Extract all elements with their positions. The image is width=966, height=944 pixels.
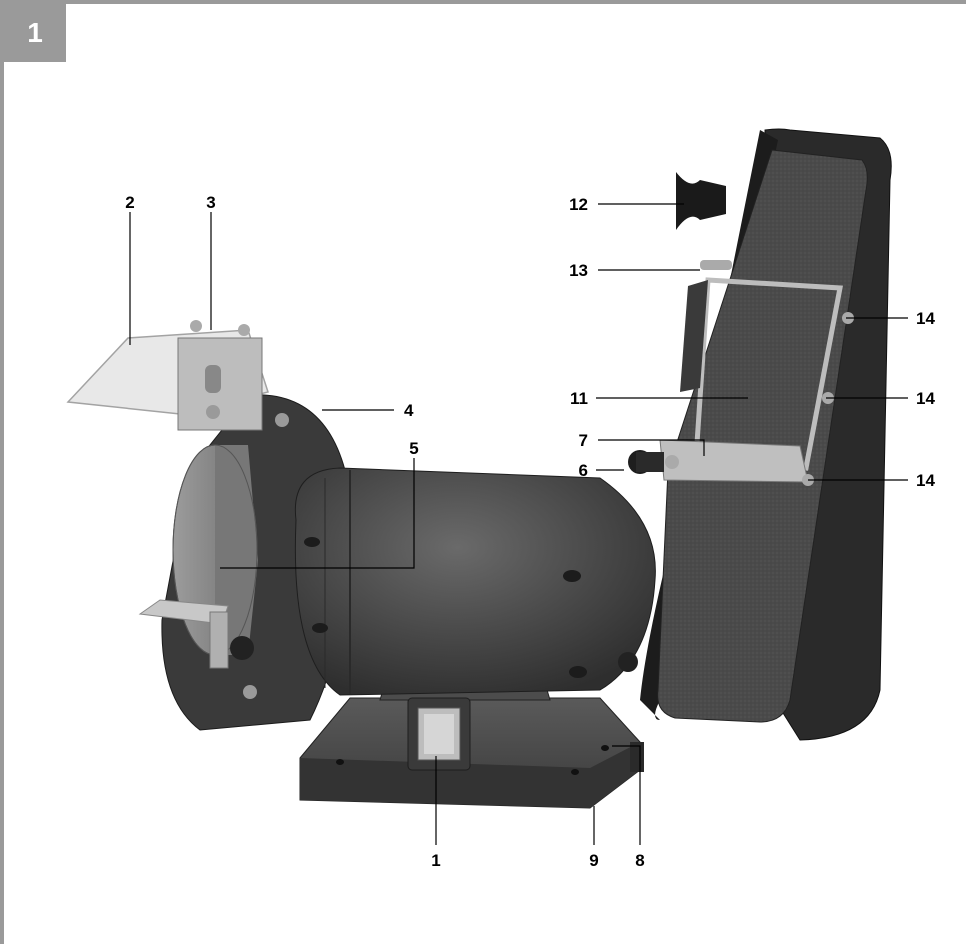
callout-8: 8 <box>635 851 644 870</box>
callout-1: 1 <box>431 851 440 870</box>
leader-lines <box>129 203 908 845</box>
sanding-belt <box>657 149 868 723</box>
callout-7: 7 <box>579 431 588 450</box>
callout-9: 9 <box>589 851 598 870</box>
frame-top-border <box>0 0 966 4</box>
callout-3: 3 <box>206 193 215 212</box>
motor-housing <box>294 467 656 696</box>
callout-14-middle: 14 <box>916 389 935 408</box>
callout-5: 5 <box>409 439 418 458</box>
figure-number-badge: 1 <box>4 4 66 62</box>
power-switch <box>407 697 471 771</box>
belt-rest <box>659 439 809 483</box>
callout-labels: 2 3 4 5 12 13 14 11 14 7 6 14 1 9 8 <box>125 193 935 870</box>
callout-12: 12 <box>569 195 588 214</box>
eye-shield <box>66 320 269 431</box>
callout-13: 13 <box>569 261 588 280</box>
frame-left-border <box>0 0 4 944</box>
sander-knobs <box>618 172 854 672</box>
callout-11: 11 <box>570 389 588 408</box>
callout-4: 4 <box>404 401 414 420</box>
tool-rest <box>138 599 254 669</box>
callout-2: 2 <box>125 193 134 212</box>
callout-6: 6 <box>579 461 588 480</box>
callout-14-bottom: 14 <box>916 471 935 490</box>
belt-platen <box>693 277 843 471</box>
callout-14-top: 14 <box>916 309 935 328</box>
